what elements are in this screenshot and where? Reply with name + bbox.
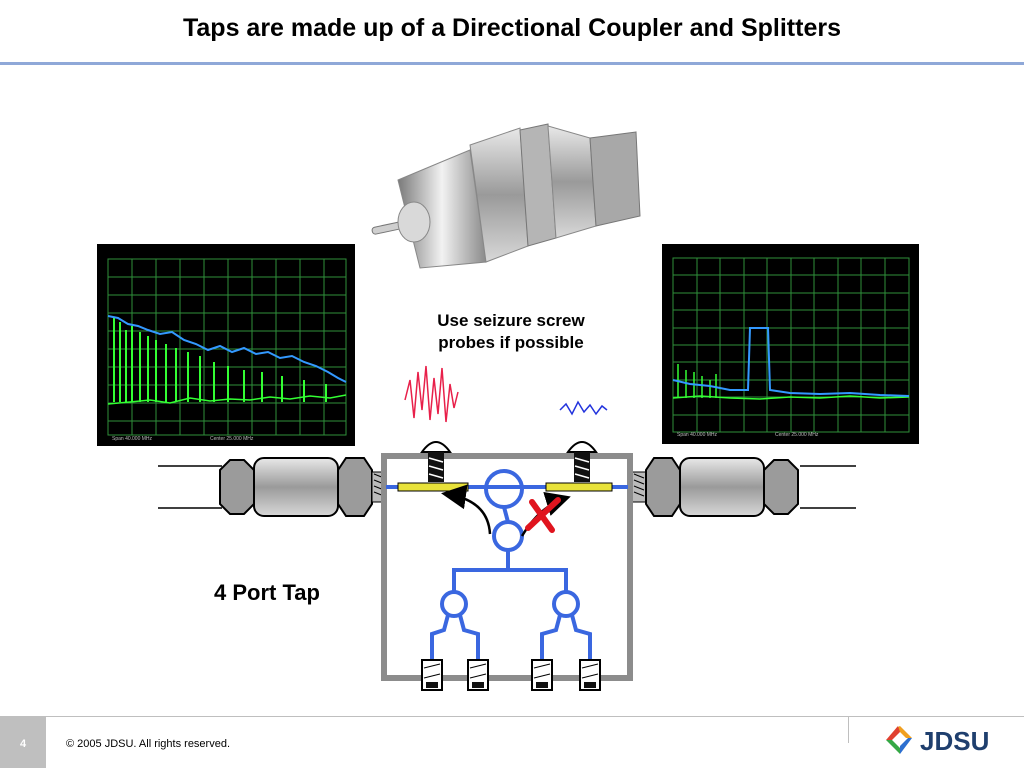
- output-port-2-icon: [467, 659, 489, 691]
- right-f-connector-icon: [631, 457, 799, 517]
- red-probe-waveform: [404, 365, 459, 423]
- probe-callout: Use seizure screw probes if possible: [404, 310, 618, 354]
- right-seizure-screw-icon: [566, 441, 598, 482]
- left-seizure-contact: [397, 482, 469, 492]
- callout-line-2: probes if possible: [438, 333, 584, 352]
- red-x-icon: [525, 497, 561, 533]
- svg-text:Span 40.000 MHz: Span 40.000 MHz: [677, 432, 718, 438]
- right-spectrum-screen: Span 40.000 MHz Center 25.000 MHz: [662, 244, 919, 444]
- brand-name: JDSU: [920, 726, 990, 756]
- coupled-signal-arrow: [441, 484, 492, 535]
- copyright-text: © 2005 JDSU. All rights reserved.: [66, 738, 231, 750]
- svg-text:Span 40.000 MHz: Span 40.000 MHz: [112, 436, 153, 442]
- left-seizure-screw-icon: [420, 441, 452, 482]
- tap-diagram: Span 40.000 MHz Center 25.000 MHz Span 4…: [97, 123, 919, 691]
- blue-probe-waveform: [559, 400, 608, 416]
- page-number: 4: [0, 717, 46, 768]
- left-spectrum-screen: Span 40.000 MHz Center 25.000 MHz: [97, 244, 355, 446]
- footer-separator: [848, 717, 849, 743]
- footer-rule: [0, 716, 1024, 717]
- splitter-tree: [430, 568, 592, 660]
- title-rule: [0, 62, 1024, 65]
- left-f-connector-icon: [219, 457, 387, 517]
- output-port-1-icon: [421, 659, 443, 691]
- callout-line-1: Use seizure screw: [437, 311, 585, 330]
- slide-title: Taps are made up of a Directional Couple…: [182, 14, 841, 42]
- svg-text:Center 25.000 MHz: Center 25.000 MHz: [775, 432, 819, 438]
- left-cable: [158, 465, 222, 509]
- tap-label: 4 Port Tap: [214, 580, 320, 605]
- right-cable: [800, 465, 856, 509]
- output-port-3-icon: [531, 659, 553, 691]
- output-port-4-icon: [579, 659, 601, 691]
- jdsu-logo-icon: [886, 726, 912, 754]
- right-seizure-contact: [545, 482, 613, 492]
- svg-text:Center 25.000 MHz: Center 25.000 MHz: [210, 436, 254, 442]
- seizure-screw-probe-icon: [371, 123, 641, 269]
